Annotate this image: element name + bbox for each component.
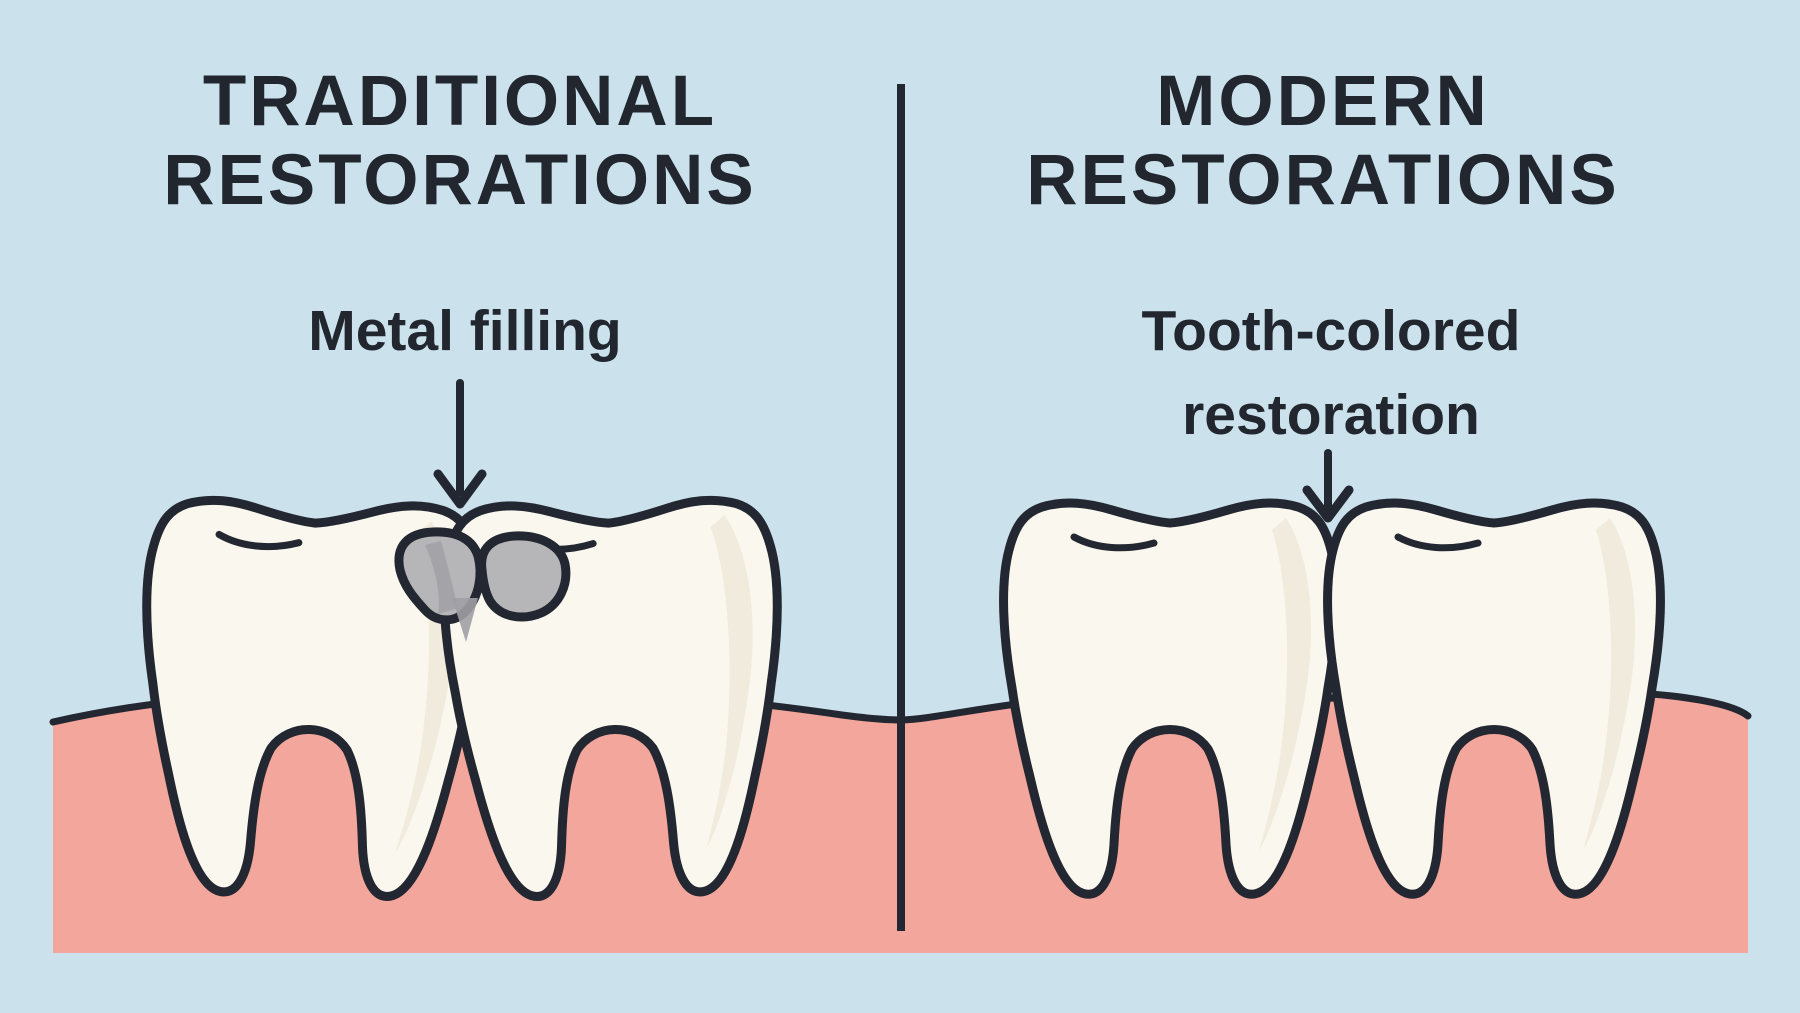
- right-panel-heading: MODERN RESTORATIONS: [846, 62, 1800, 220]
- metal-filling: [394, 527, 571, 642]
- left-panel-heading: TRADITIONAL RESTORATIONS: [0, 62, 920, 220]
- metal-filling-shadow-streak: [425, 541, 458, 614]
- down-arrow-icon: [433, 379, 487, 509]
- right-panel-heading-line2: RESTORATIONS: [1026, 141, 1620, 220]
- tooth-colored-restoration-label-line2: restoration: [1182, 383, 1480, 447]
- left-panel-heading-line2: RESTORATIONS: [163, 141, 757, 220]
- right-panel-heading-line1: MODERN: [1156, 62, 1490, 141]
- metal-filling-blob-right: [477, 531, 571, 622]
- tooth-colored-restoration-label: Tooth-colored restoration: [981, 289, 1681, 457]
- metal-filling-wedge: [452, 598, 478, 642]
- down-arrow-icon: [1302, 449, 1354, 523]
- left-panel-heading-line1: TRADITIONAL: [202, 62, 718, 141]
- tooth-colored-restoration-label-line1: Tooth-colored: [1141, 299, 1521, 363]
- metal-filling-label: Metal filling: [308, 299, 622, 363]
